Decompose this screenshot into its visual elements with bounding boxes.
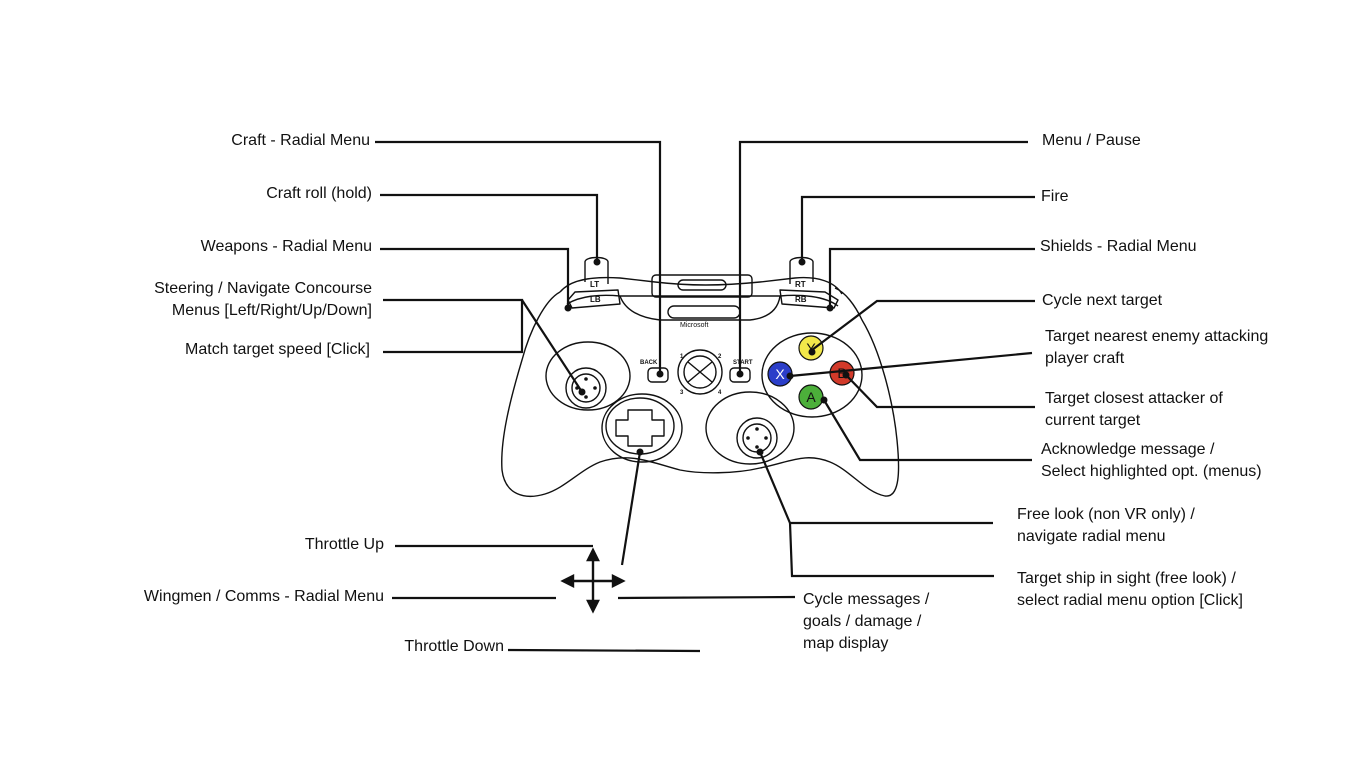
label-menu-pause: Menu / Pause <box>1042 132 1141 149</box>
dpad-arrows <box>560 547 626 614</box>
y-button <box>798 335 824 361</box>
label-acknowledge-message: Acknowledge message / Select highlighted… <box>1041 441 1262 480</box>
brand-label: Microsoft <box>680 322 708 329</box>
label-shields-radial-menu: Shields - Radial Menu <box>1040 238 1197 255</box>
controller <box>501 256 900 497</box>
face-buttons <box>767 335 855 410</box>
quadrant-2: 2 <box>718 354 722 360</box>
label-wingmen-comms: Wingmen / Comms - Radial Menu <box>143 588 384 605</box>
start-label: START <box>733 360 753 366</box>
lb-label: LB <box>590 295 601 304</box>
b-button-label: B <box>837 365 846 381</box>
label-target-ship-in-sight: Target ship in sight (free look) / selec… <box>1017 570 1243 609</box>
label-fire: Fire <box>1041 188 1069 205</box>
x-button-label: X <box>775 366 785 382</box>
label-target-closest-attacker: Target closest attacker of current targe… <box>1045 390 1223 429</box>
rb-label: RB <box>795 295 807 304</box>
label-steering: Steering / Navigate Concourse Menus [Lef… <box>154 280 372 319</box>
label-target-nearest-enemy: Target nearest enemy attacking player cr… <box>1045 328 1269 367</box>
label-craft-radial-menu: Craft - Radial Menu <box>231 132 370 149</box>
quadrant-3: 3 <box>680 390 684 396</box>
label-cycle-messages: Cycle messages / goals / damage / map di… <box>803 591 930 652</box>
label-cycle-next-target: Cycle next target <box>1042 292 1163 309</box>
a-button-label: A <box>806 389 816 405</box>
leader-dots <box>564 258 850 456</box>
back-label: BACK <box>640 360 658 366</box>
label-throttle-down: Throttle Down <box>404 638 504 655</box>
lt-label: LT <box>590 280 599 289</box>
label-match-target-speed: Match target speed [Click] <box>185 341 370 358</box>
label-free-look: Free look (non VR only) / navigate radia… <box>1017 506 1195 545</box>
controller-labels: LT RT LB RB BACK START Microsoft 1 2 3 4 <box>590 280 807 396</box>
y-button-label: Y <box>806 340 816 356</box>
rt-label: RT <box>795 280 806 289</box>
quadrant-1: 1 <box>680 354 684 360</box>
leader-lines <box>375 140 1035 653</box>
label-throttle-up: Throttle Up <box>304 536 384 553</box>
quadrant-4: 4 <box>718 390 722 396</box>
label-craft-roll: Craft roll (hold) <box>266 185 372 202</box>
label-weapons-radial-menu: Weapons - Radial Menu <box>200 238 372 255</box>
